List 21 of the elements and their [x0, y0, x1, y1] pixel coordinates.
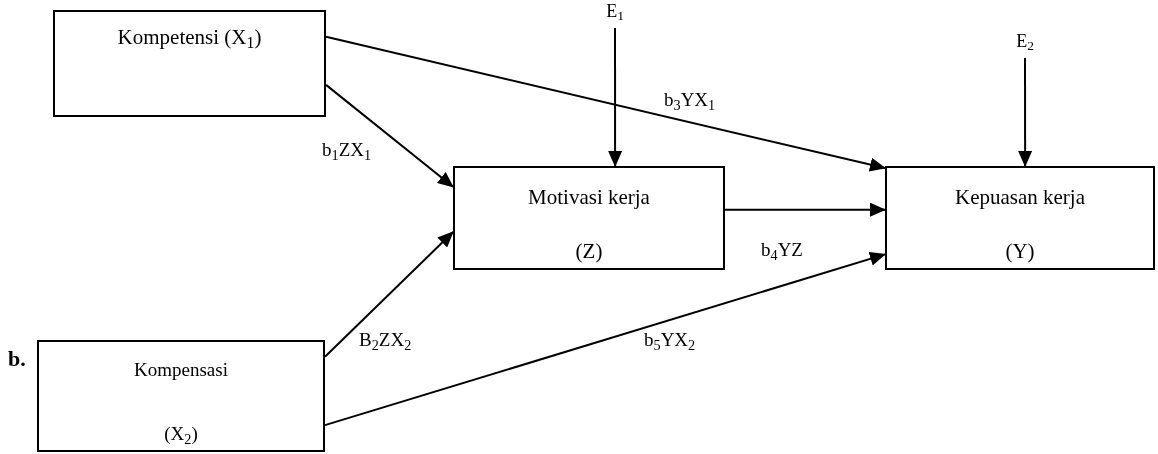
- variable-box: [53, 10, 326, 117]
- variable-name: (Y): [1005, 237, 1035, 264]
- variable-box: [453, 166, 725, 270]
- variable-name: Kompensasi: [134, 358, 228, 382]
- arrow: [325, 35, 886, 172]
- error-term: E$_{1}$: [598, 2, 632, 20]
- arrow: [324, 231, 454, 358]
- variable-name: Kepuasan kerja: [955, 184, 1085, 211]
- arrow: [324, 252, 886, 427]
- panel-letter: b.: [8, 348, 26, 370]
- error-term: E$_{2}$: [1008, 32, 1042, 50]
- arrow: [325, 83, 454, 188]
- arrow: [724, 202, 886, 217]
- arrow: [1018, 57, 1033, 167]
- variable-name: (Z): [575, 237, 603, 264]
- variable-name: (X$_{2}$): [164, 422, 198, 446]
- variable-box: [37, 340, 325, 452]
- arrow: [608, 27, 623, 167]
- variable-name: Motivasi kerja: [528, 184, 650, 211]
- variable-name: Kompetensi (X$_{1}$): [117, 24, 262, 51]
- variable-box: [885, 166, 1155, 270]
